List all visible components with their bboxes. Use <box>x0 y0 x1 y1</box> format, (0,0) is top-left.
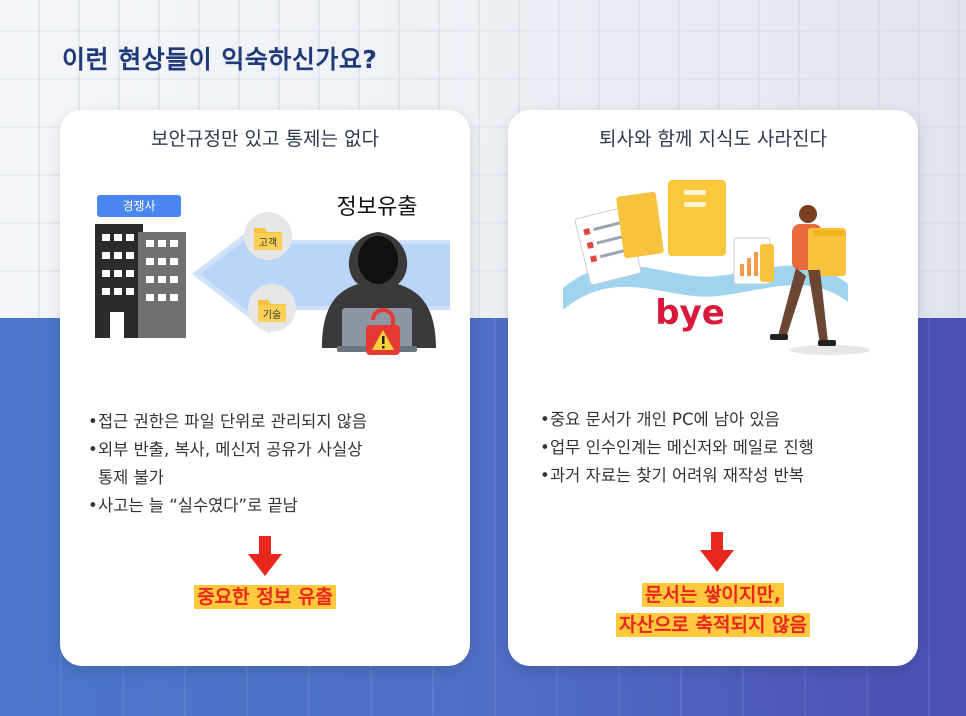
documents-icon <box>574 191 664 286</box>
card-title: 보안규정만 있고 통제는 없다 <box>151 128 379 150</box>
card-security-rules: 보안규정만 있고 통제는 없다 경쟁사 <box>60 110 470 666</box>
folder-tech-icon: 기술 <box>248 284 296 332</box>
folder-icon <box>668 180 726 256</box>
wave-ribbon <box>563 265 848 310</box>
person-carrying-box-icon <box>770 205 870 355</box>
competitor-tag <box>97 195 181 217</box>
folder-tech-label: 기술 <box>263 309 281 321</box>
knowledge-loss-illustration: bye <box>563 180 870 355</box>
warning-lock-icon <box>366 308 400 355</box>
list-item: •외부 반출, 복사, 메신저 공유가 사실상 <box>88 440 363 459</box>
list-item: •중요 문서가 개인 PC에 남아 있음 <box>540 410 780 429</box>
chart-document-icon <box>733 237 774 285</box>
competitor-label: 경쟁사 <box>122 199 155 213</box>
arrow-down-icon <box>700 532 734 572</box>
list-item-continued: 통제 불가 <box>98 468 164 487</box>
result-text: 중요한 정보 유출 <box>60 582 470 609</box>
folder-customer-icon: 고객 <box>244 212 292 260</box>
result-text: 문서는 쌓이지만, 자산으로 축적되지 않음 <box>508 580 918 640</box>
list-item: •접근 권한은 파일 단위로 관리되지 않음 <box>88 412 368 431</box>
card-title: 퇴사와 함께 지식도 사라진다 <box>599 128 827 150</box>
bullet-list: •접근 권한은 파일 단위로 관리되지 않음 •외부 반출, 복사, 메신저 공… <box>88 408 367 520</box>
page-title: 이런 현상들이 익숙하신가요? <box>62 45 378 74</box>
list-item: •과거 자료는 찾기 어려워 재작성 반복 <box>540 466 804 485</box>
building-icon <box>95 224 186 338</box>
folder-customer-label: 고객 <box>259 237 277 249</box>
card-knowledge-loss: 퇴사와 함께 지식도 사라진다 bye <box>508 110 918 666</box>
arrow-down-icon <box>248 536 282 576</box>
bullet-list: •중요 문서가 개인 PC에 남아 있음 •업무 인수인계는 메신저와 메일로 … <box>540 406 814 490</box>
list-item: •사고는 늘 “실수였다”로 끝남 <box>88 496 298 515</box>
leak-label: 정보유출 <box>337 195 418 220</box>
leak-illustration: 경쟁사 고객 <box>95 195 450 355</box>
list-item: •업무 인수인계는 메신저와 메일로 진행 <box>540 438 814 457</box>
bye-label: bye <box>655 293 725 333</box>
